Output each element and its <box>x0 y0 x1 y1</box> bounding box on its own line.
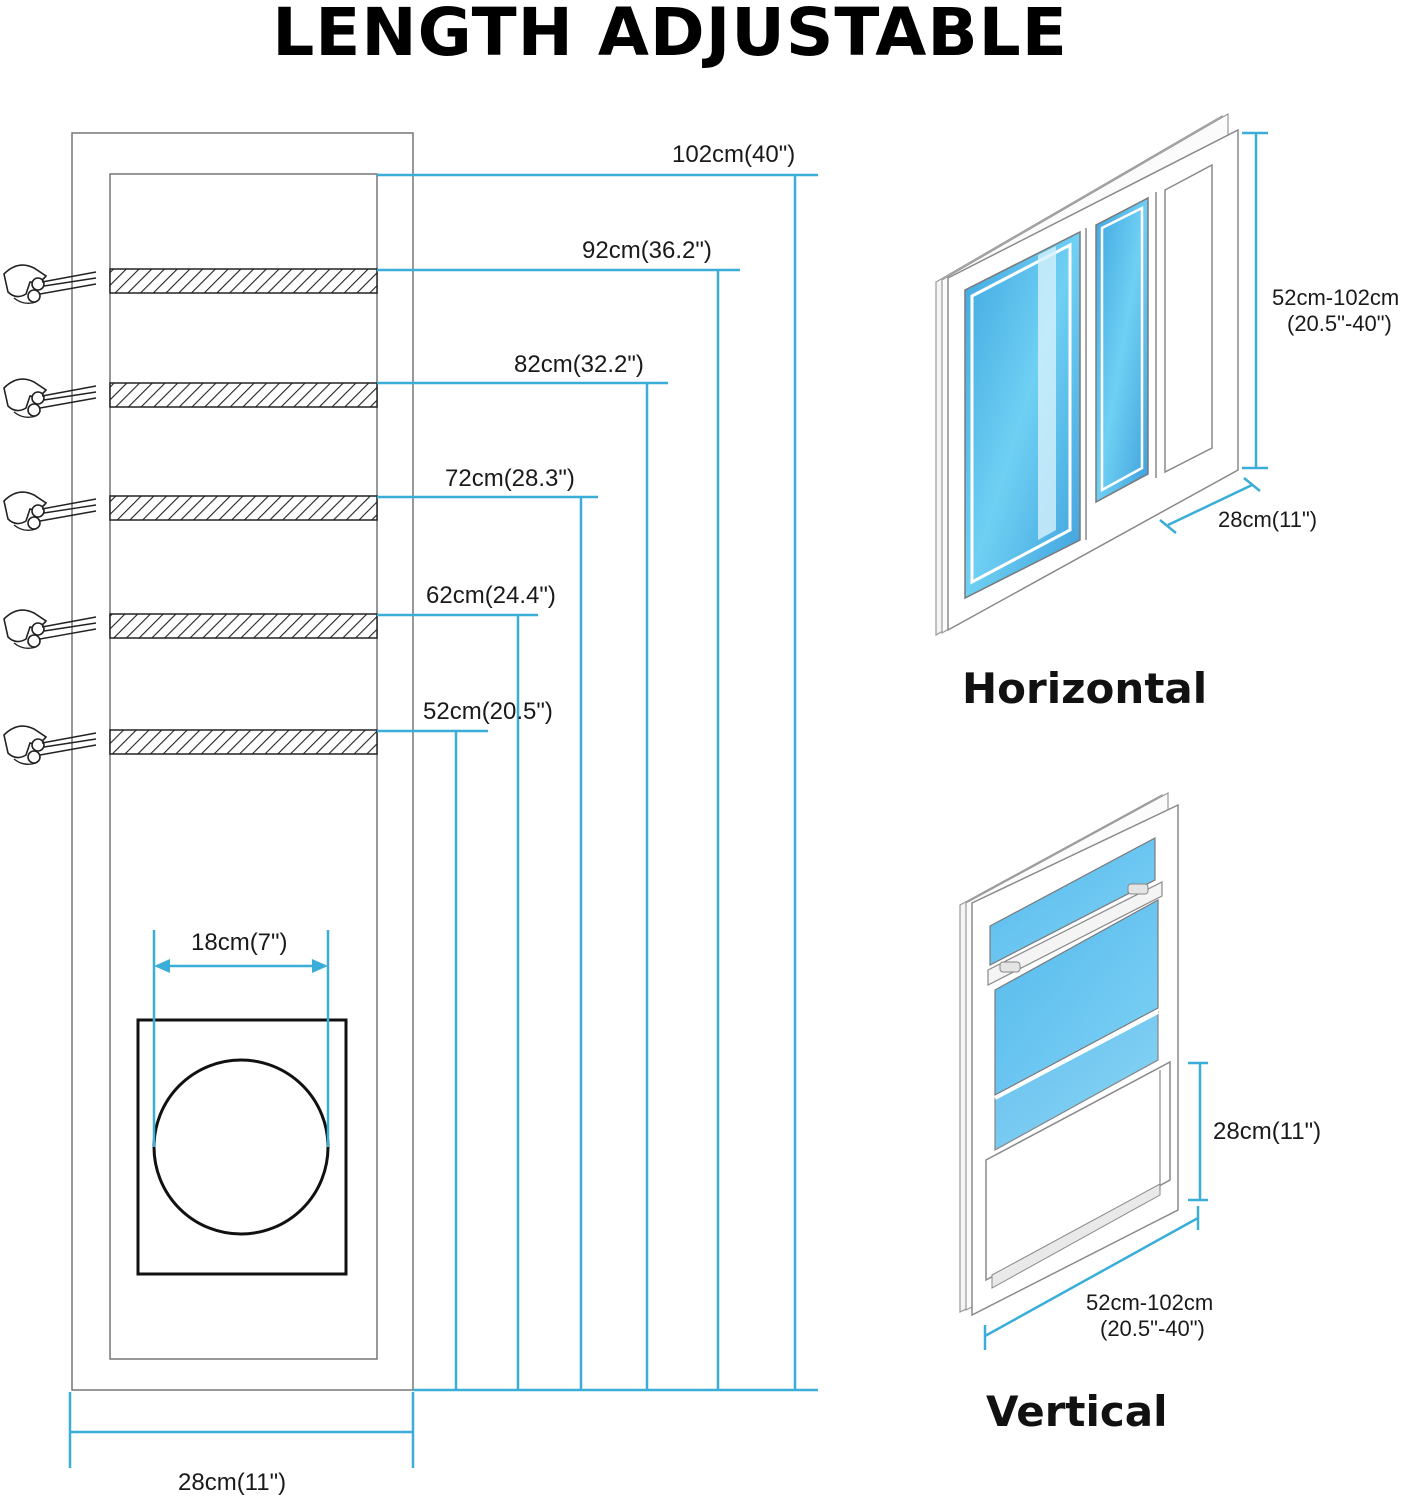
cut-length-label: 62cm(24.4") <box>426 582 556 609</box>
vertical-length-dimension <box>983 1206 1200 1350</box>
panel-width-label: 28cm(11") <box>178 1469 286 1496</box>
cut-strip <box>109 729 378 755</box>
cut-length-label: 52cm(20.5") <box>423 698 553 725</box>
vertical-caption: Vertical <box>986 1387 1168 1436</box>
cut-length-label: 92cm(36.2") <box>582 237 712 264</box>
length-dimension-lines <box>377 173 818 1392</box>
cut-strip <box>109 495 378 521</box>
scissors-cut-icon <box>3 725 97 766</box>
vertical-length-label: 52cm-102cm <box>1086 1290 1213 1315</box>
vertical-window-illustration <box>959 791 1179 1317</box>
horizontal-length-label-inches: (20.5"-40") <box>1287 311 1392 336</box>
horizontal-length-dimension <box>1242 131 1268 470</box>
scissors-cut-icon <box>3 491 97 532</box>
hole-circle <box>152 1058 330 1236</box>
cut-strips <box>109 268 378 755</box>
panel-width-dimension <box>68 1392 415 1468</box>
horizontal-caption: Horizontal <box>962 664 1207 713</box>
cut-strip <box>109 613 378 639</box>
horizontal-length-label: 52cm-102cm <box>1272 285 1399 310</box>
hole-width-dimension <box>152 930 330 1147</box>
vertical-length-label-inches: (20.5"-40") <box>1100 1316 1205 1341</box>
vertical-width-dimension <box>1188 1061 1208 1202</box>
horizontal-window-illustration <box>935 112 1239 637</box>
scissors-cut-icon <box>3 609 97 650</box>
scissors-icons <box>3 264 97 766</box>
exhaust-hole <box>136 1018 348 1276</box>
cut-length-label: 72cm(28.3") <box>445 465 575 492</box>
horizontal-width-dimension <box>1159 477 1261 534</box>
full-length-label: 102cm(40") <box>672 141 795 168</box>
horizontal-width-label: 28cm(11") <box>1218 507 1317 532</box>
vertical-width-label: 28cm(11") <box>1213 1118 1321 1145</box>
page-title: LENGTH ADJUSTABLE <box>272 0 1068 71</box>
scissors-cut-icon <box>3 264 97 305</box>
hole-width-label: 18cm(7") <box>191 929 288 956</box>
cut-strip <box>109 268 378 294</box>
cut-length-label: 82cm(32.2") <box>514 351 644 378</box>
scissors-cut-icon <box>3 378 97 419</box>
cut-strip <box>109 382 378 408</box>
